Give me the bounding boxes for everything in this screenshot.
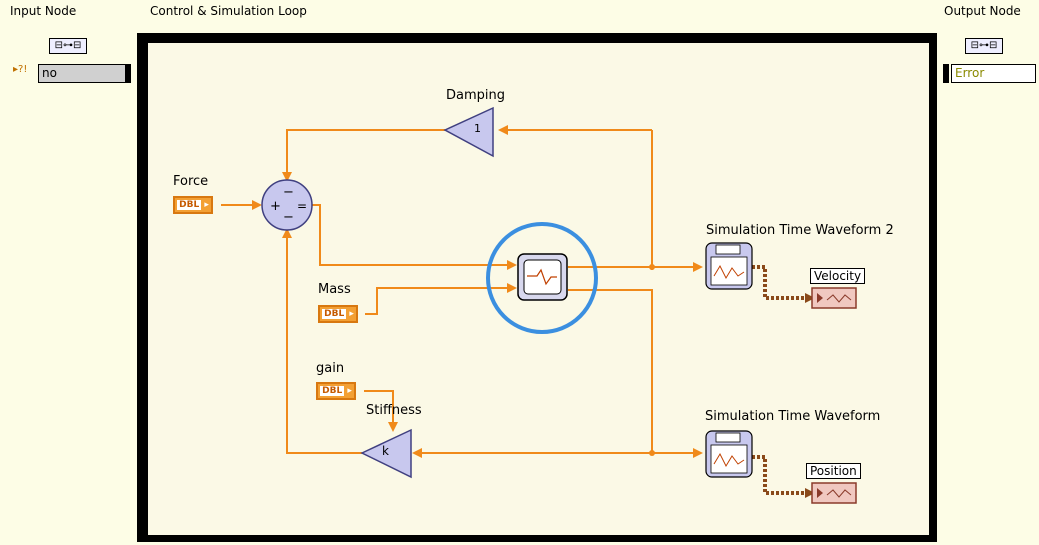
mass-label: Mass <box>318 282 351 297</box>
input-node-label: Input Node <box>10 4 77 18</box>
input-node-bar <box>125 64 131 83</box>
sum-top-arrow <box>282 172 292 182</box>
force-control[interactable]: DBL ▸ <box>173 196 213 214</box>
waveform-chart-2-icon[interactable] <box>705 242 753 290</box>
wf1-input-arrow <box>693 448 703 458</box>
input-node-terminal-icon: ▸?! <box>13 64 28 75</box>
output-node-label: Output Node <box>944 4 1021 18</box>
output-node-value[interactable]: Error <box>951 64 1036 83</box>
sum-bottom-arrow <box>282 228 292 238</box>
input-node-icon: ⊟⊶⊟ <box>49 38 87 54</box>
svg-text:−: − <box>283 210 294 225</box>
position-label: Position <box>806 463 861 479</box>
damping-label: Damping <box>446 88 505 103</box>
stiffness-label: Stiffness <box>366 403 422 418</box>
stiffness-input-arrow <box>412 448 422 458</box>
output-node-icon: ⊟⊶⊟ <box>965 38 1003 54</box>
wf2-input-arrow <box>693 262 703 272</box>
stiffness-gain-value: k <box>382 444 389 458</box>
output-node[interactable]: ⊟⊶⊟ Error <box>943 37 1036 83</box>
waveform-2-label: Simulation Time Waveform 2 <box>706 223 894 238</box>
loop-label: Control & Simulation Loop <box>150 4 307 18</box>
sum-left-arrow <box>252 200 262 210</box>
velocity-label: Velocity <box>810 268 866 284</box>
svg-text:=: = <box>297 199 307 213</box>
force-dbl-tag: DBL <box>177 200 202 210</box>
mass-control[interactable]: DBL ▸ <box>318 305 358 323</box>
stiffness-gain-block[interactable] <box>360 428 412 479</box>
highlight-circle <box>486 222 598 334</box>
integrator-icon <box>527 268 557 286</box>
damping-input-arrow <box>498 125 508 135</box>
gain-dbl-tag: DBL <box>320 386 345 396</box>
output-node-bar <box>943 64 949 83</box>
summation-block[interactable] <box>261 179 313 231</box>
gain-control[interactable]: DBL ▸ <box>316 382 356 400</box>
integrator-input-arrow-2 <box>507 283 517 293</box>
waveform-1-label: Simulation Time Waveform <box>705 409 881 424</box>
gain-label: gain <box>316 361 345 376</box>
force-label: Force <box>173 174 209 189</box>
velocity-terminal[interactable] <box>811 287 857 309</box>
mass-dbl-tag: DBL <box>322 309 347 319</box>
integrator-input-arrow-1 <box>507 260 517 270</box>
damping-gain-value: 1 <box>474 122 481 135</box>
svg-text:−: − <box>283 185 294 200</box>
input-node[interactable]: ⊟⊶⊟ ▸?! no <box>13 37 131 83</box>
stiffness-gain-arrow <box>388 422 398 432</box>
svg-text:+: + <box>270 199 281 214</box>
waveform-chart-1-icon[interactable] <box>705 430 753 478</box>
position-terminal[interactable] <box>811 482 857 504</box>
damping-gain-block[interactable] <box>443 106 494 158</box>
